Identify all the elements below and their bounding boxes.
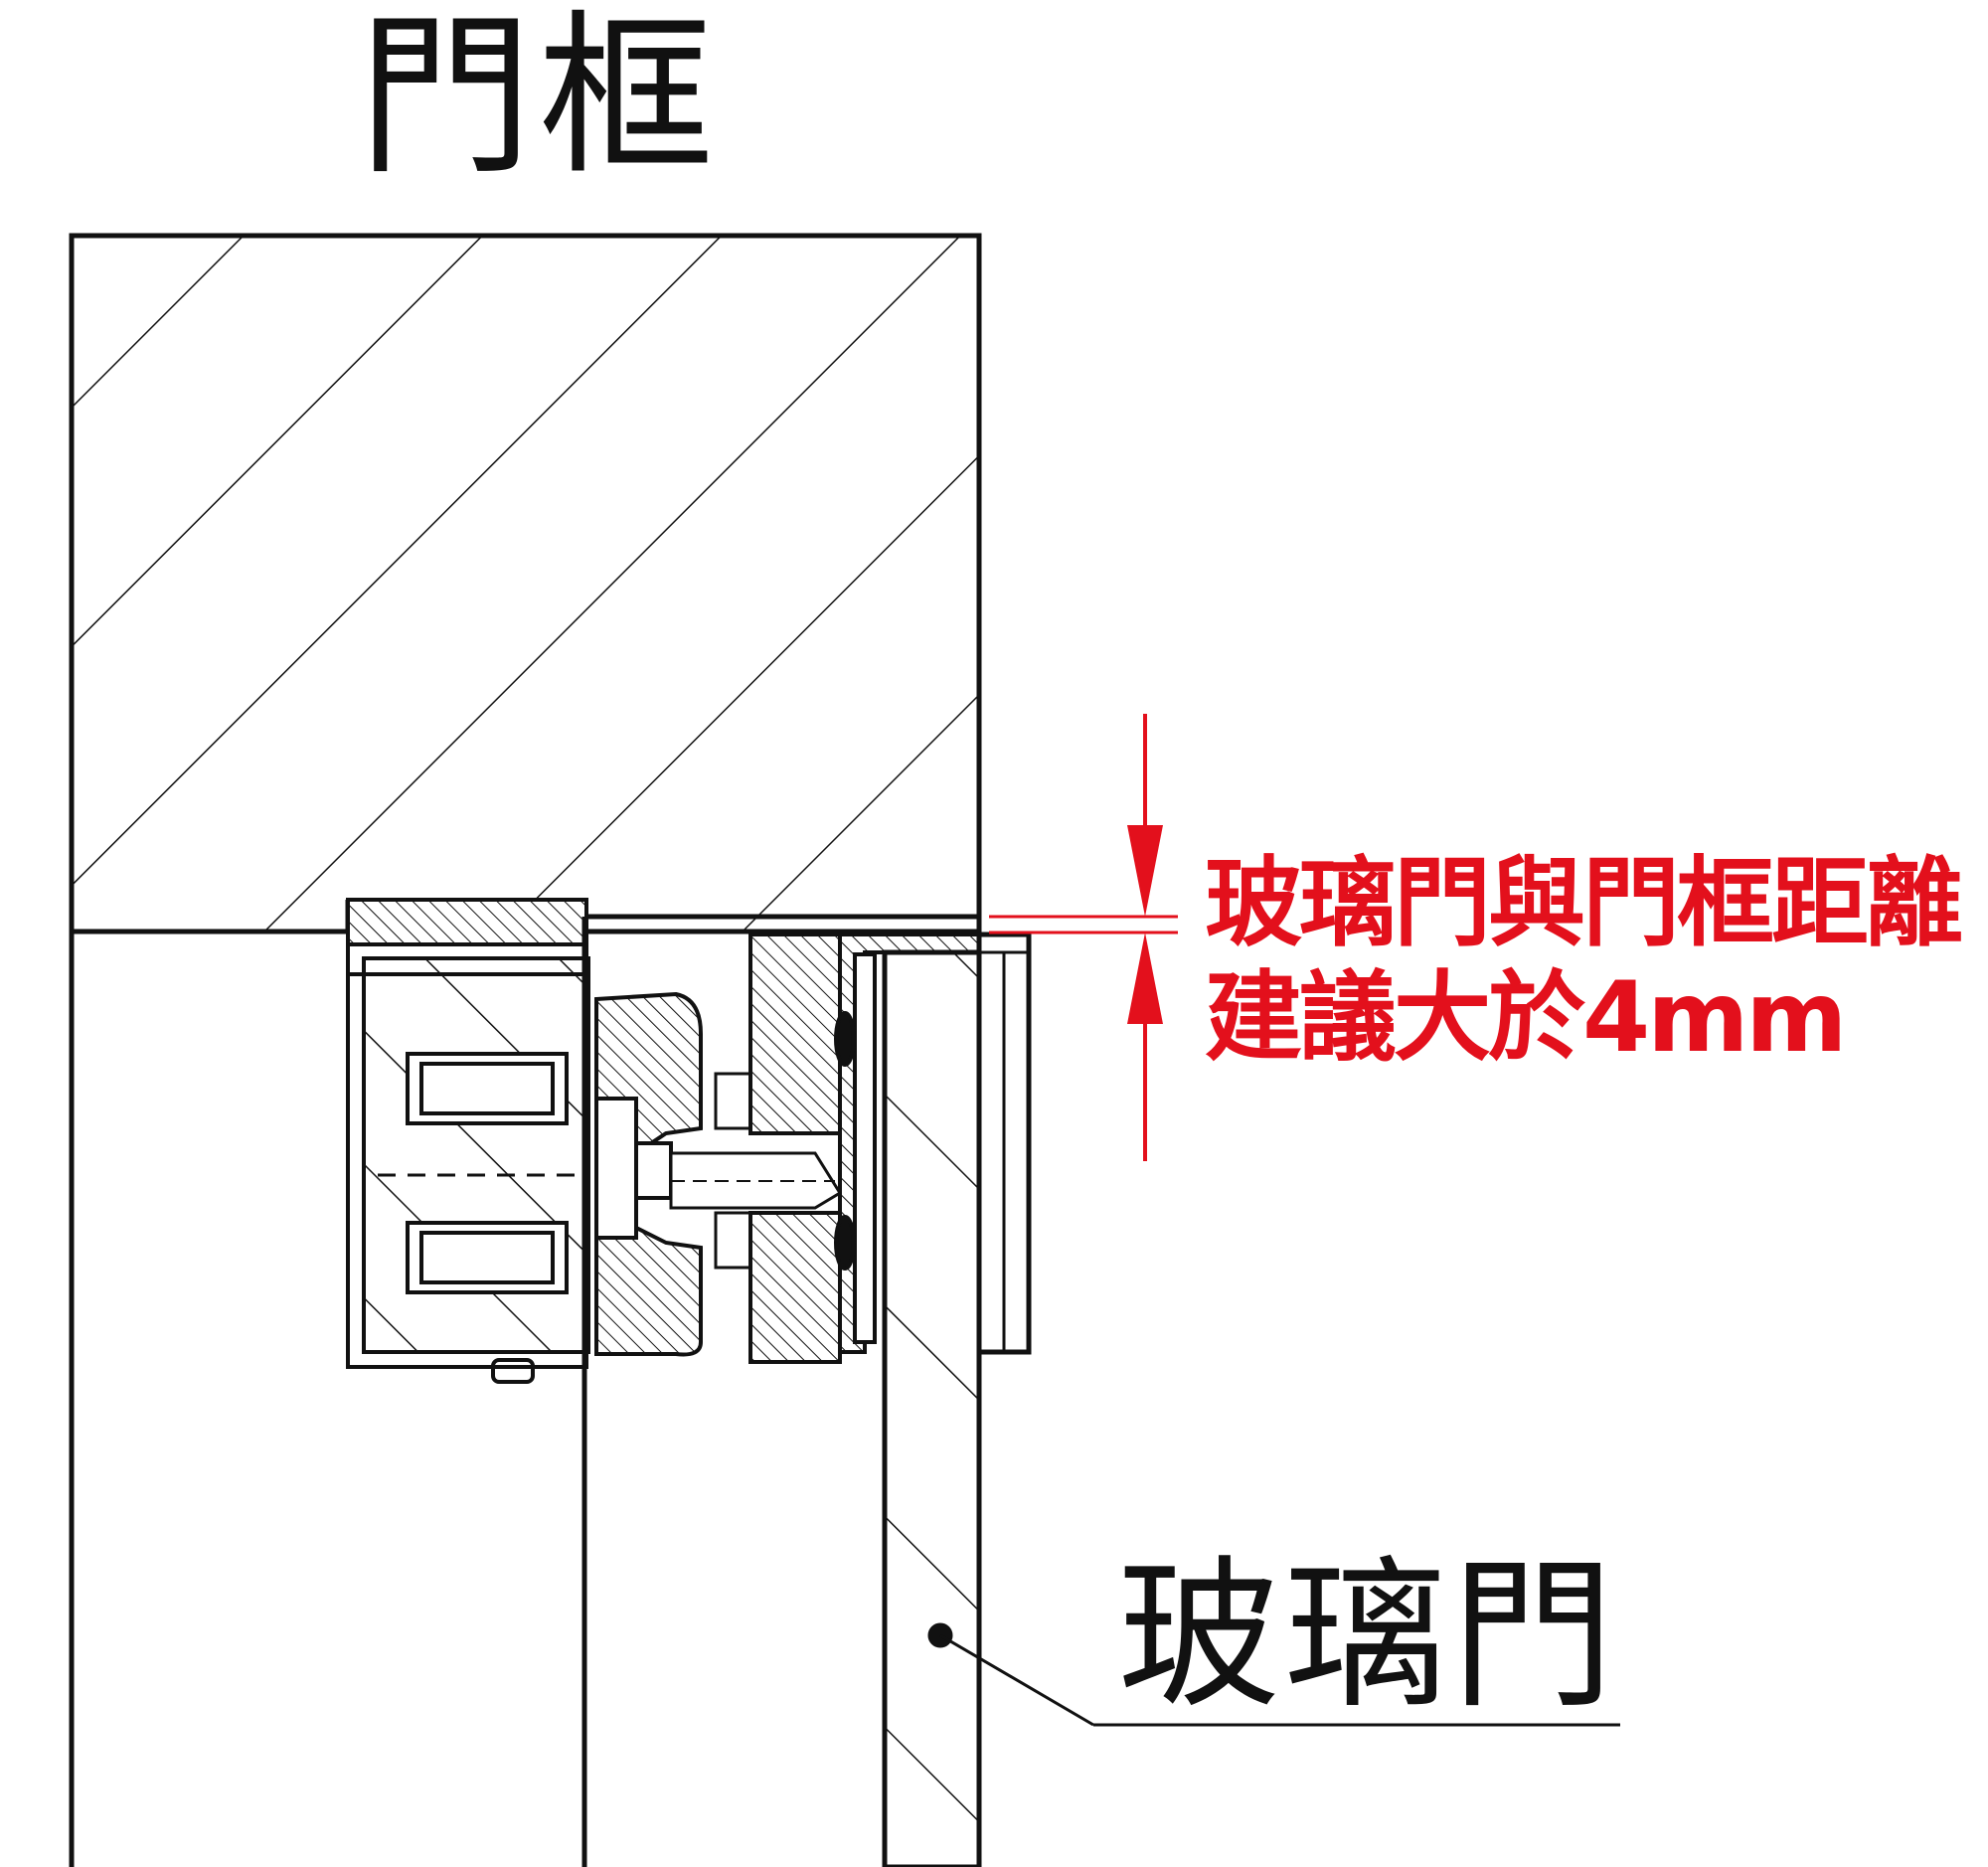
door-frame-section: [69, 233, 982, 934]
gap-note-line1: 玻璃門與門框距離: [1205, 847, 1963, 960]
gap-note-line2: 建議大於4mm: [1205, 961, 1847, 1075]
door-frame-label: 門框: [358, 0, 721, 199]
glass-door-leader: [927, 1622, 1620, 1727]
glass-door-label: 玻璃門: [1117, 1541, 1619, 1731]
bolt: [669, 1072, 843, 1270]
mounting-plate: [346, 898, 590, 1384]
wall-panel: [69, 900, 351, 1867]
roller-hub: [594, 991, 703, 1357]
mounting-slots: [378, 1052, 577, 1294]
track-bracket: [581, 914, 979, 1867]
glass-clamp: [748, 933, 1031, 1364]
glass-door-panel: [882, 932, 1032, 1867]
gap-dimension: [989, 714, 1178, 1161]
